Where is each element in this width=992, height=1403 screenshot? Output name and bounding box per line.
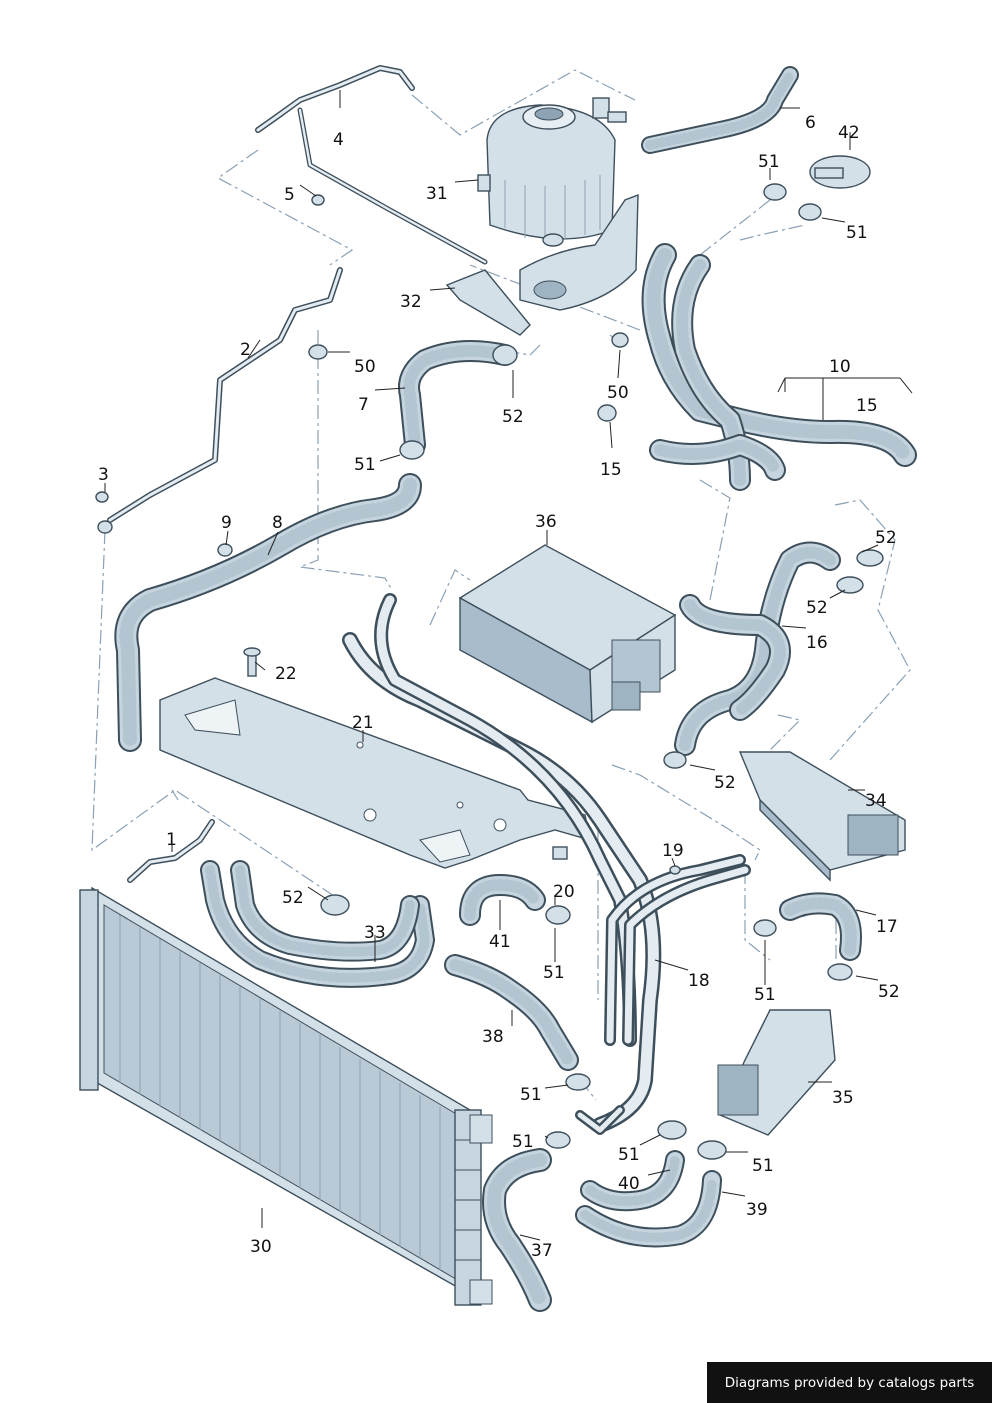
callout-52f: 52: [878, 982, 900, 1002]
callout-35: 35: [832, 1088, 854, 1108]
clamp-51f: [565, 1073, 591, 1091]
callout-2: 2: [240, 340, 251, 360]
clamp-51g: [545, 1131, 571, 1149]
valve-15: [597, 404, 617, 422]
callout-41: 41: [489, 932, 511, 952]
clamp-52f: [827, 963, 853, 981]
support-bracket: [159, 677, 591, 869]
pipes: [107, 65, 751, 1133]
callout-7: 7: [358, 395, 369, 415]
clip-3a: [95, 491, 109, 503]
credit-banner: Diagrams provided by catalogs parts: [707, 1362, 992, 1403]
clamp-50a: [308, 344, 328, 360]
clamp-52d: [663, 751, 687, 769]
callout-33: 33: [364, 923, 386, 943]
callout-52a: 52: [502, 407, 524, 427]
callout-18: 18: [688, 971, 710, 991]
clamp-52b: [856, 549, 884, 567]
callout-38: 38: [482, 1027, 504, 1047]
radiator: [79, 886, 493, 1306]
callout-34: 34: [865, 791, 887, 811]
callout-labels: 1 2 3 4 5 6 7 8 9 10 15 15 16 17 18 19 2…: [98, 113, 900, 1261]
callout-40: 40: [618, 1174, 640, 1194]
callout-50b: 50: [607, 383, 629, 403]
callout-8: 8: [272, 513, 283, 533]
control-unit-box: [458, 544, 677, 724]
callout-51f: 51: [520, 1085, 542, 1105]
leader-lines: [104, 90, 913, 1241]
callout-5: 5: [284, 185, 295, 205]
callout-51h: 51: [618, 1145, 640, 1165]
callout-50a: 50: [354, 357, 376, 377]
callout-51c: 51: [354, 455, 376, 475]
callout-21: 21: [352, 713, 374, 733]
clamp-51b: [798, 203, 822, 221]
callout-32: 32: [400, 292, 422, 312]
callout-15a: 15: [856, 396, 878, 416]
callout-52b: 52: [875, 528, 897, 548]
expansion-tank: [477, 97, 627, 247]
callout-4: 4: [333, 130, 344, 150]
heater-unit-35: [717, 1009, 836, 1136]
callout-1: 1: [166, 830, 177, 850]
callout-3: 3: [98, 465, 109, 485]
callout-10: 10: [829, 357, 851, 377]
callout-52d: 52: [714, 773, 736, 793]
callout-31: 31: [426, 184, 448, 204]
clip-5: [311, 194, 325, 206]
callout-20: 20: [553, 882, 575, 902]
credit-text: Diagrams provided by catalogs parts: [724, 1374, 975, 1391]
clamp-51d: [753, 919, 777, 937]
clamp-51c: [399, 440, 425, 460]
callout-51b: 51: [846, 223, 868, 243]
small-parts: [95, 155, 884, 1160]
clamp-52a: [492, 344, 518, 366]
callout-30: 30: [250, 1237, 272, 1257]
callout-51i: 51: [752, 1156, 774, 1176]
callout-42: 42: [838, 123, 860, 143]
callout-15b: 15: [600, 460, 622, 480]
callout-51e: 51: [754, 985, 776, 1005]
assembly-dashed-lines: [91, 69, 911, 1101]
callout-51d: 51: [543, 963, 565, 983]
clamp-50b: [611, 332, 629, 348]
clamp-51a: [763, 183, 787, 201]
callout-22: 22: [275, 664, 297, 684]
callout-51g: 51: [512, 1132, 534, 1152]
nut-19: [669, 865, 681, 875]
clamp-51e: [545, 905, 571, 925]
callout-6: 6: [805, 113, 816, 133]
heater-unit-34: [738, 751, 906, 882]
tank-bracket: [445, 193, 639, 336]
clamp-51i: [697, 1140, 727, 1160]
callout-9: 9: [221, 513, 232, 533]
callout-16: 16: [806, 633, 828, 653]
bolt-20: [552, 846, 568, 860]
clamp-52c: [836, 576, 864, 594]
callout-37: 37: [531, 1241, 553, 1261]
clip-3b: [97, 520, 113, 534]
callout-36: 36: [535, 512, 557, 532]
callout-39: 39: [746, 1200, 768, 1220]
clamp-51h: [657, 1120, 687, 1140]
callout-19: 19: [662, 841, 684, 861]
callout-52c: 52: [806, 598, 828, 618]
clip-9: [217, 543, 233, 557]
callout-51a: 51: [758, 152, 780, 172]
hoses: [114, 66, 917, 1312]
callout-17: 17: [876, 917, 898, 937]
callout-52e: 52: [282, 888, 304, 908]
